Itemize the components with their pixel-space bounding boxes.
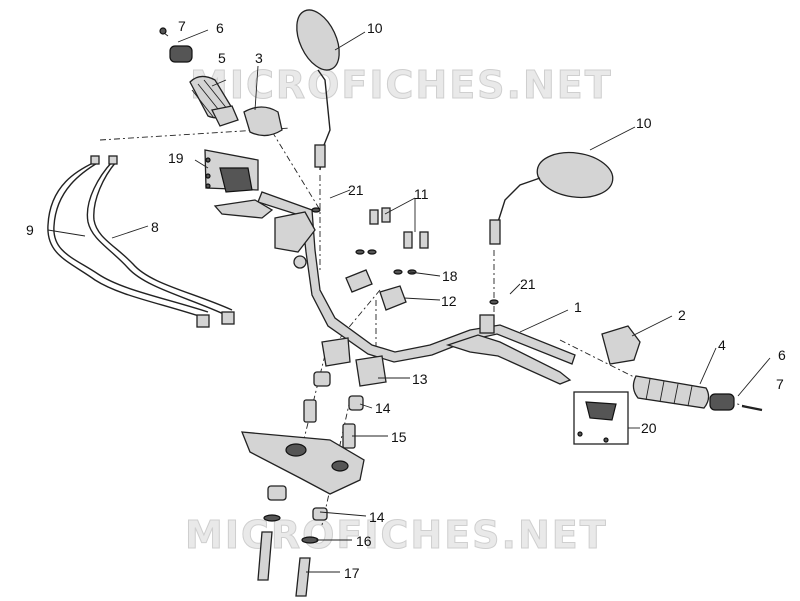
right-switch-housing[interactable] xyxy=(601,325,641,365)
watermark-bottom: MICROFICHES.NET xyxy=(185,513,608,557)
spacers-15[interactable] xyxy=(303,399,356,449)
label-part-13: 13 xyxy=(412,371,428,387)
label-part-21-right: 21 xyxy=(520,276,536,292)
left-switch-housing[interactable] xyxy=(211,105,283,137)
left-master-cylinder[interactable] xyxy=(213,199,316,269)
label-part-20: 20 xyxy=(641,420,657,436)
label-part-12: 12 xyxy=(441,293,457,309)
label-part-1: 1 xyxy=(574,299,582,315)
switch-bracket-19[interactable] xyxy=(204,149,259,193)
label-part-6-right: 6 xyxy=(778,347,786,363)
screw-7-right[interactable] xyxy=(741,404,763,412)
label-part-10-right: 10 xyxy=(636,115,652,131)
part-number-labels: 1 2 3 4 5 6 6 7 7 8 9 10 10 11 12 13 14 … xyxy=(26,18,786,581)
label-part-18: 18 xyxy=(442,268,458,284)
cable-ends xyxy=(90,155,235,328)
handlebar[interactable] xyxy=(257,191,576,365)
triple-clamp[interactable] xyxy=(241,431,365,501)
cable-8[interactable] xyxy=(86,161,233,317)
label-part-5: 5 xyxy=(218,50,226,66)
label-part-14-lower: 14 xyxy=(369,509,385,525)
right-lever[interactable] xyxy=(445,314,572,385)
risers-13[interactable] xyxy=(321,337,387,387)
label-part-11: 11 xyxy=(414,186,429,202)
riser-clamp-upper[interactable] xyxy=(345,269,407,311)
label-part-9: 9 xyxy=(26,222,34,238)
label-part-16: 16 xyxy=(356,533,372,549)
label-part-2: 2 xyxy=(678,307,686,323)
screws-11[interactable] xyxy=(369,207,429,249)
label-part-3: 3 xyxy=(255,50,263,66)
switch-kit-20[interactable] xyxy=(573,391,629,445)
label-part-7-right: 7 xyxy=(776,376,784,392)
label-part-6-left: 6 xyxy=(216,20,224,36)
label-part-14-upper: 14 xyxy=(375,400,391,416)
label-part-4: 4 xyxy=(718,337,726,353)
label-part-19: 19 xyxy=(168,150,184,166)
bar-end-right[interactable] xyxy=(709,393,735,411)
leader-lines xyxy=(47,29,771,573)
mirror-right[interactable] xyxy=(489,148,616,245)
label-part-7-left: 7 xyxy=(178,18,186,34)
label-part-10-left: 10 xyxy=(367,20,383,36)
mirror-left[interactable] xyxy=(288,3,348,171)
label-part-8: 8 xyxy=(151,219,159,235)
pins-21[interactable] xyxy=(311,207,499,305)
washers-16[interactable] xyxy=(263,514,319,544)
right-grip[interactable] xyxy=(632,375,710,409)
bolts-17[interactable] xyxy=(257,531,311,597)
label-part-21-left: 21 xyxy=(348,182,364,198)
watermark-top: MICROFICHES.NET xyxy=(190,63,613,107)
bar-end-left[interactable] xyxy=(159,27,193,63)
label-part-17: 17 xyxy=(344,565,360,581)
bushings-14[interactable] xyxy=(312,371,364,521)
cable-9[interactable] xyxy=(47,161,209,319)
label-part-15: 15 xyxy=(391,429,407,445)
